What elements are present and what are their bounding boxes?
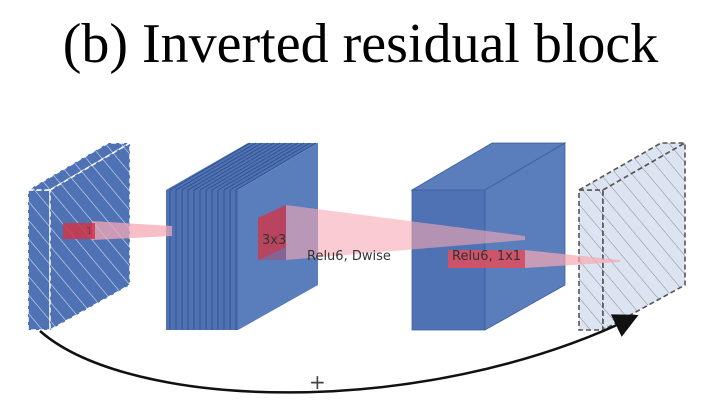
slice-top-edge-line [223,142,305,191]
slice-top-edge-line [199,142,281,191]
slice-top-edge-line [211,142,293,191]
dwise-kernel [258,205,286,260]
depthwise-slice-lines [169,142,317,330]
expanded-top-face [166,143,318,190]
slice-top-edge-line [187,142,269,191]
dwise-op-label: Relu6, Dwise [307,249,391,264]
output-tensor-block [575,141,689,332]
slice-top-edge-line [169,142,251,191]
slice-top-edge-line [175,142,257,191]
output-top-face [575,142,689,191]
slice-top-edge-line [235,142,317,191]
pointwise-op-label: Relu6, 1x1 [452,249,521,264]
output-side-face [602,141,686,332]
input-projection-beam [92,221,172,240]
slice-top-edge-line [205,142,287,191]
kernel-marker-label: 1 [86,226,92,237]
residual-connection-arrow [39,314,639,394]
input-kernel [63,223,95,239]
slice-top-edge-line [217,142,299,191]
dwise-projection-beam [286,205,525,260]
expanded-front-face [166,190,238,330]
residual-add-symbol: + [309,370,326,394]
input-front-face [27,189,51,331]
diagram-title: (b) Inverted residual block [62,13,659,75]
slice-top-edge-line [181,142,263,191]
pointwise-kernel [448,250,525,268]
slice-top-edge-line [193,142,275,191]
slice-top-edge-line [229,142,311,191]
dwise-kernel-label: 3x3 [262,233,286,248]
